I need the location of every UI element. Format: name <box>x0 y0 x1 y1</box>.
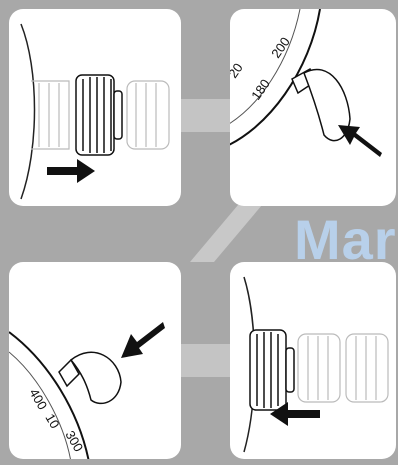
dial-tick-label: 200 <box>268 34 293 60</box>
connector-top <box>181 99 230 132</box>
connector-bottom <box>181 344 230 377</box>
dial-push-illustration-icon: 20 180 200 <box>230 9 382 157</box>
crown-pull-illustration-icon <box>20 23 170 200</box>
panel-crown-pull <box>9 9 181 206</box>
panel-crown-push-top: 20 180 200 <box>230 9 396 206</box>
dial-tick-label: 180 <box>248 76 273 102</box>
dial-tick-label: 10 <box>42 411 62 431</box>
crown-push-illustration-icon <box>243 276 389 453</box>
panel-crown-push-in <box>230 262 396 459</box>
dial-tick-label: 300 <box>62 428 86 454</box>
panel-crown-push-bottom: 400 10 300 <box>9 262 181 459</box>
dial-tick-label: 20 <box>230 60 246 80</box>
watermark-text: Mar <box>294 208 397 271</box>
dial-tick-label: 400 <box>26 386 50 412</box>
dial-push-illustration-icon: 400 10 300 <box>9 322 165 459</box>
